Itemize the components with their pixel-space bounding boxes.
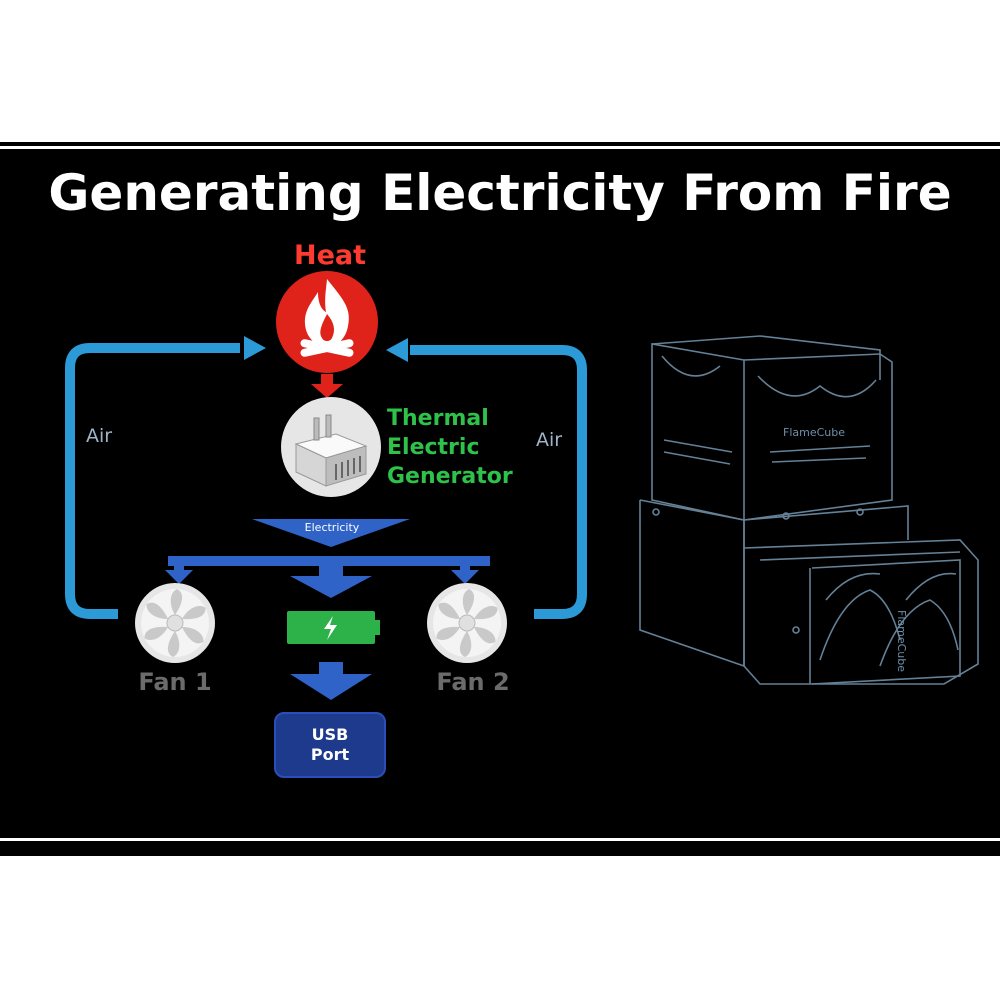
- air-loop-left: [65, 343, 240, 619]
- electricity-label: Electricity: [304, 521, 360, 534]
- charging-battery-icon: [287, 611, 380, 644]
- fan-icon: [427, 583, 507, 663]
- fan-icon: [135, 583, 215, 663]
- air-arrowhead-right: [386, 338, 408, 362]
- page-title: Generating Electricity From Fire: [48, 164, 952, 222]
- heat-arrow: [311, 374, 343, 398]
- product-brand-side: FlameCube: [895, 610, 908, 672]
- usb-arrow: [290, 662, 372, 700]
- heat-label: Heat: [293, 240, 367, 271]
- top-rule: [0, 146, 1000, 149]
- air-label-left: Air: [86, 425, 113, 447]
- air-arrowhead-left: [244, 336, 266, 360]
- distribution-arrows: [165, 556, 490, 598]
- usb-port-label: USB Port: [310, 725, 350, 764]
- product-brand-front: FlameCube: [783, 426, 845, 439]
- electricity-arrow: [252, 519, 410, 547]
- fan1-label: Fan 1: [138, 668, 212, 696]
- diagram-panel: [0, 142, 1000, 856]
- usb-port-box: [274, 712, 386, 778]
- flame-icon: [276, 271, 378, 373]
- fan2-label: Fan 2: [436, 668, 510, 696]
- air-loop-right: [410, 345, 587, 619]
- air-label-right: Air: [536, 429, 563, 451]
- plug-module-icon: [281, 397, 381, 497]
- bottom-rule: [0, 838, 1000, 841]
- generator-label: Thermal Electric Generator: [387, 406, 513, 489]
